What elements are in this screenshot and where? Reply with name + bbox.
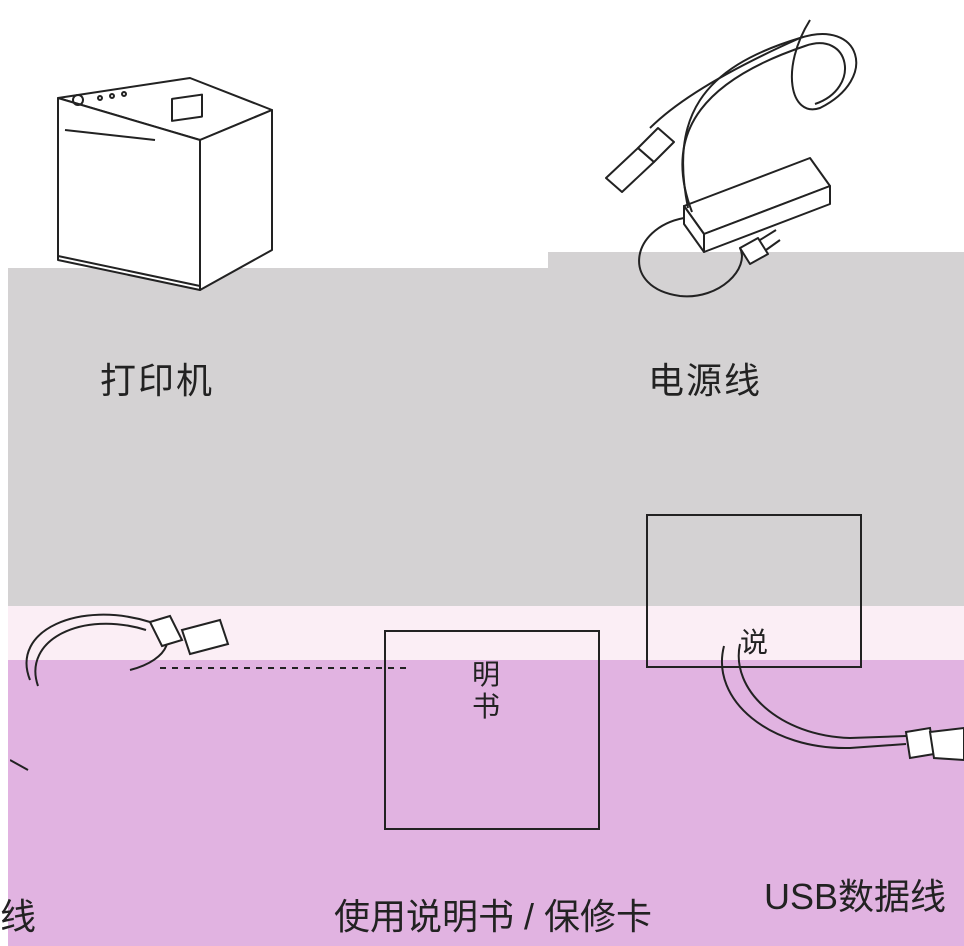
manual-char-2: 明 (472, 659, 501, 690)
usb-cable-label-fragment: 线 (0, 896, 37, 937)
manual-char-1: 说 (740, 627, 769, 658)
manual-front-box (384, 630, 600, 830)
power-adapter-icon (605, 19, 858, 298)
manual-icon (646, 514, 862, 668)
printer-label: 打印机 (100, 360, 215, 401)
usb-cable-label: USB数据线 (764, 876, 947, 917)
gray-band-top (548, 252, 964, 272)
usb-cable-icon (10, 613, 410, 771)
purple-band (8, 660, 964, 946)
gray-band (8, 268, 964, 608)
manual-label: 使用说明书 / 保修卡 (334, 896, 653, 937)
manual-char-3: 书 (472, 691, 501, 722)
power-cable-label: 电源线 (648, 360, 763, 401)
printer-icon (57, 77, 273, 291)
